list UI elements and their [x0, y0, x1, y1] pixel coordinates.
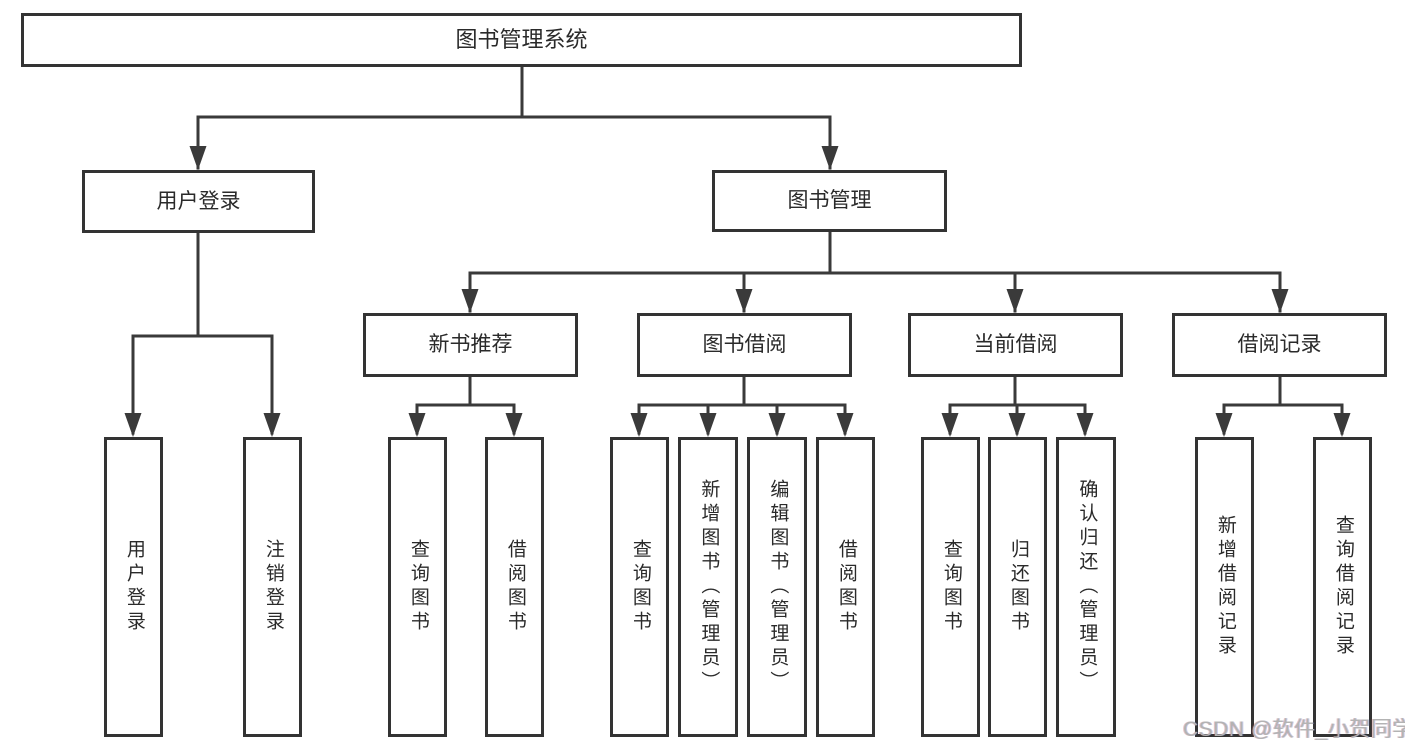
node-borrowing-records: 借阅记录: [1172, 313, 1387, 377]
csdn-watermark: CSDN @软件_小贺同学: [1183, 718, 1405, 741]
leaf-records-add-record: 新增借阅记录: [1195, 437, 1254, 737]
leaf-current-return-books: 归还图书: [988, 437, 1047, 737]
node-book-borrowing: 图书借阅: [637, 313, 852, 377]
leaf-user-login: 用户登录: [104, 437, 163, 737]
leaf-borrowing-add-books-admin: 新增图书（管理员）: [678, 437, 738, 737]
node-system-root: 图书管理系统: [21, 13, 1022, 67]
leaf-borrowing-query-books: 查询图书: [610, 437, 669, 737]
node-book-management-module: 图书管理: [712, 170, 947, 232]
node-current-borrowing: 当前借阅: [908, 313, 1123, 377]
leaf-current-confirm-return-admin: 确认归还（管理员）: [1056, 437, 1116, 737]
leaf-records-query-record: 查询借阅记录: [1313, 437, 1372, 737]
leaf-borrowing-edit-books-admin: 编辑图书（管理员）: [747, 437, 807, 737]
leaf-logout: 注销登录: [243, 437, 302, 737]
node-new-book-recommend: 新书推荐: [363, 313, 578, 377]
node-user-login-module: 用户登录: [82, 170, 315, 233]
arrowheads: [124, 146, 1351, 437]
leaf-current-query-books: 查询图书: [921, 437, 980, 737]
leaf-borrowing-borrow-books: 借阅图书: [816, 437, 875, 737]
leaf-newbook-borrow-books: 借阅图书: [485, 437, 544, 737]
leaf-newbook-query-books: 查询图书: [388, 437, 447, 737]
